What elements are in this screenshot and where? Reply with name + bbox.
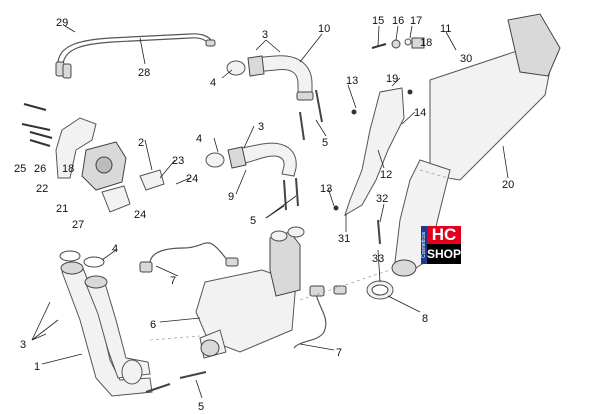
bend-pipe-upper xyxy=(226,55,314,101)
callout-33: 33 xyxy=(372,253,384,265)
springs-lower xyxy=(145,371,207,393)
callout-15: 15 xyxy=(372,15,384,27)
callout-18: 18 xyxy=(62,163,74,175)
callout-5: 5 xyxy=(322,137,328,149)
callout-32: 32 xyxy=(376,193,388,205)
callout-4: 4 xyxy=(210,77,216,89)
callout-2: 2 xyxy=(138,137,144,149)
callout-13: 13 xyxy=(320,183,332,195)
logo-top-text: HC xyxy=(427,226,461,244)
callout-7: 7 xyxy=(170,275,176,287)
heat-shield-12 xyxy=(344,87,405,217)
callout-28: 28 xyxy=(138,67,150,79)
collector-box xyxy=(195,226,305,359)
callout-23: 23 xyxy=(172,155,184,167)
logo-bottom-text: SHOP xyxy=(427,244,461,264)
header-pipes xyxy=(60,261,153,397)
cable-harness xyxy=(55,33,216,79)
assembly-guides xyxy=(149,169,456,341)
callout-5: 5 xyxy=(250,215,256,227)
callout-5: 5 xyxy=(198,401,204,413)
callout-14: 14 xyxy=(414,107,426,119)
callout-20: 20 xyxy=(502,179,514,191)
callout-24: 24 xyxy=(134,209,146,221)
callout-16: 16 xyxy=(392,15,404,27)
callout-3: 3 xyxy=(262,29,268,41)
callout-26: 26 xyxy=(34,163,46,175)
callout-3: 3 xyxy=(258,121,264,133)
leader-lines xyxy=(31,25,509,399)
callout-6: 6 xyxy=(150,319,156,331)
callout-11: 11 xyxy=(440,23,451,35)
springs-upper xyxy=(283,89,323,211)
clamp-spring xyxy=(366,219,394,300)
callout-13: 13 xyxy=(346,75,358,87)
callout-7: 7 xyxy=(336,347,342,359)
callout-8: 8 xyxy=(422,313,428,325)
callout-4: 4 xyxy=(196,133,202,145)
callout-1: 1 xyxy=(34,361,40,373)
callout-29: 29 xyxy=(56,17,68,29)
callout-21: 21 xyxy=(56,203,68,215)
mount-hardware xyxy=(333,37,425,211)
callout-25: 25 xyxy=(14,163,26,175)
callout-31: 31 xyxy=(338,233,350,245)
gaskets-bottom xyxy=(59,250,105,268)
lambda-sensor-lower xyxy=(293,285,347,349)
hc-shop-logo[interactable]: Cosmeticos HC SHOP xyxy=(421,226,461,266)
callout-10: 10 xyxy=(318,23,330,35)
callout-30: 30 xyxy=(460,53,472,65)
callout-4: 4 xyxy=(112,243,118,255)
callout-9: 9 xyxy=(228,191,234,203)
bend-pipe-lower xyxy=(205,142,297,177)
silencer xyxy=(391,13,561,277)
callout-12: 12 xyxy=(380,169,392,181)
callout-27: 27 xyxy=(72,219,84,231)
callout-24: 24 xyxy=(186,173,198,185)
callout-17: 17 xyxy=(410,15,422,27)
callout-3: 3 xyxy=(20,339,26,351)
lambda-sensor-upper xyxy=(139,242,239,273)
servo-actuator xyxy=(55,117,165,213)
callout-labels: 29 28 3 10 4 15 16 17 18 11 30 13 19 14 … xyxy=(14,15,514,413)
bolts-left xyxy=(21,103,53,147)
callout-19: 19 xyxy=(386,73,398,85)
callout-18: 18 xyxy=(420,37,432,49)
callout-22: 22 xyxy=(36,183,48,195)
